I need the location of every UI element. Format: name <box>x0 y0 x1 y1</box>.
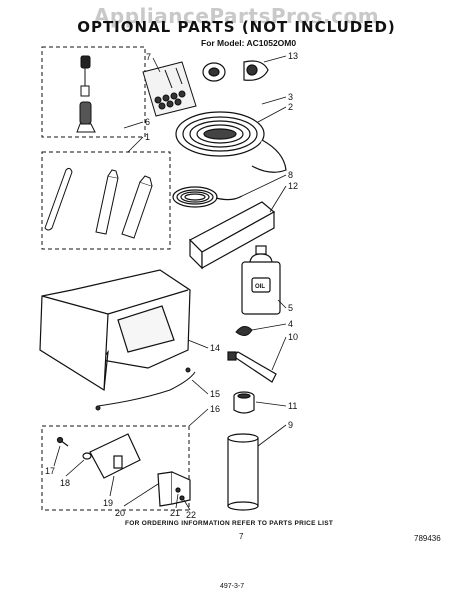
callout-5: 5 <box>288 303 293 313</box>
callout-16: 16 <box>210 404 220 414</box>
page-title: OPTIONAL PARTS (NOT INCLUDED) <box>77 18 396 36</box>
watermark: AppliancePartsPros.com <box>93 4 380 28</box>
callout-7: 7 <box>146 52 151 62</box>
callout-1: 1 <box>145 132 150 142</box>
page-number: 7 <box>239 532 244 541</box>
sealing-kit-drawing <box>142 61 197 117</box>
coiled-tape-drawing <box>175 111 287 173</box>
group-box-tubes <box>41 151 171 250</box>
ordering-note: FOR ORDERING INFORMATION REFER TO PARTS … <box>125 520 334 527</box>
callout-12: 12 <box>288 181 298 191</box>
callout-22: 22 <box>186 510 196 520</box>
callout-20: 20 <box>115 508 125 518</box>
callout-21: 21 <box>170 508 180 518</box>
diagram-id: 789436 <box>414 534 441 543</box>
callout-15: 15 <box>210 389 220 399</box>
coil-tubing-drawing <box>172 186 243 208</box>
cover-drawing <box>39 269 191 392</box>
callout-10: 10 <box>288 332 298 342</box>
small-tape-roll-drawing <box>202 60 269 82</box>
model-label: For Model: AC1052OM0 <box>201 38 297 48</box>
callout-19: 19 <box>103 498 113 508</box>
callout-8: 8 <box>288 170 293 180</box>
callout-17: 17 <box>45 466 55 476</box>
tube-set-drawing <box>44 167 153 239</box>
group-box-bracket <box>41 425 190 511</box>
callout-13: 13 <box>288 51 298 61</box>
callout-14: 14 <box>210 343 220 353</box>
callout-2: 2 <box>288 102 293 112</box>
valve-tool-drawing <box>76 55 96 133</box>
callout-18: 18 <box>60 478 70 488</box>
filter-drawing <box>235 326 253 336</box>
callout-6: 6 <box>145 117 150 127</box>
callout-11: 11 <box>288 401 297 411</box>
cord-drawing <box>95 367 196 411</box>
leader-lines <box>53 55 287 511</box>
small-tube-drawing <box>227 351 277 383</box>
oil-bottle-drawing <box>241 245 281 315</box>
callout-4: 4 <box>288 319 293 329</box>
can-drawing <box>227 433 259 511</box>
oil-label: OIL <box>255 284 265 290</box>
callout-9: 9 <box>288 420 293 430</box>
bottom-code: 497-3-7 <box>220 583 245 590</box>
ring-drawing <box>233 391 255 414</box>
insulation-block-drawing <box>189 201 276 270</box>
bracket-hardware-drawing <box>56 433 191 507</box>
callout-3: 3 <box>288 92 293 102</box>
group-box-valve <box>41 46 146 138</box>
